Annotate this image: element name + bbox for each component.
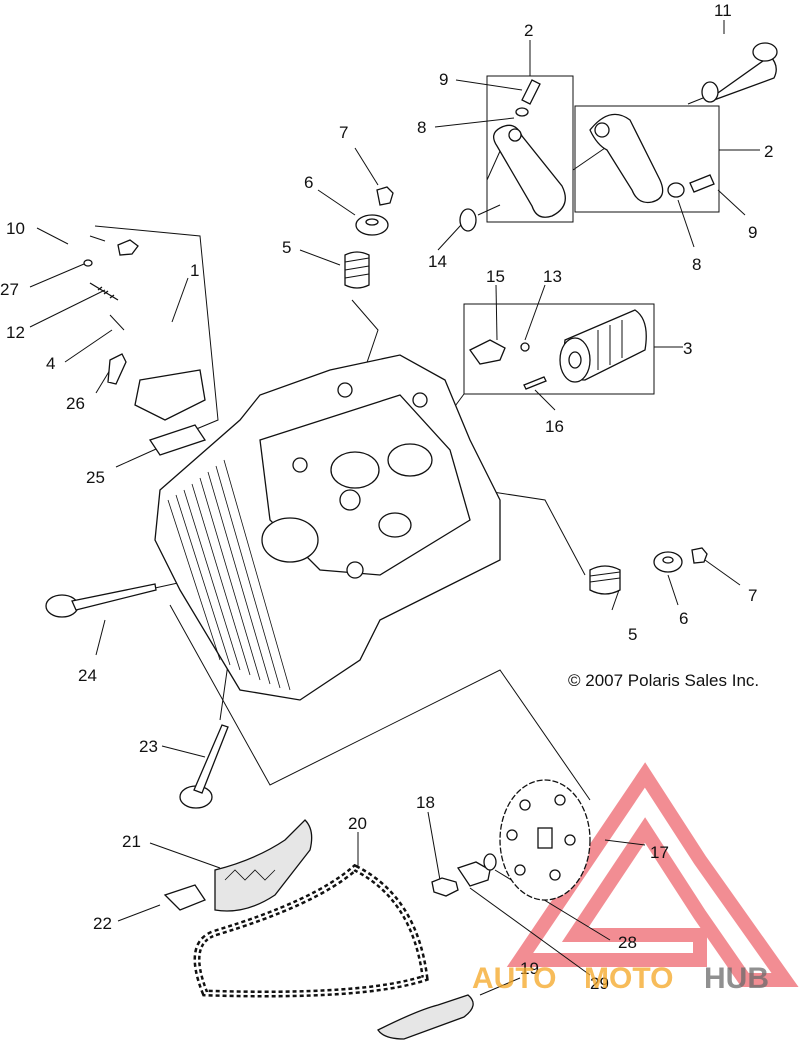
callout-1: 1 [190,261,199,280]
leader-lines [29,20,760,996]
rocker-arm-right [589,113,715,204]
callout-5-left: 5 [282,238,291,257]
watermark-moto: MOTO [584,962,673,995]
callout-29: 29 [590,974,609,993]
callout-10: 10 [6,219,25,238]
cylinder-head [154,354,501,701]
callout-24: 24 [78,666,97,685]
callout-19: 19 [520,959,539,978]
callout-7-right: 7 [748,586,757,605]
callout-7-left: 7 [339,123,348,142]
exhaust-valve [179,724,229,809]
callout-15: 15 [486,267,505,286]
callout-5-right: 5 [628,625,637,644]
copyright-notice: © 2007 Polaris Sales Inc. [568,671,759,690]
watermark-logo [506,762,799,987]
callout-14: 14 [428,252,447,271]
callout-2-top: 2 [524,21,533,40]
callout-25: 25 [86,468,105,487]
callout-6-left: 6 [304,173,313,192]
callout-20: 20 [348,814,367,833]
cam-sprocket [499,779,591,901]
intake-valve [45,583,157,618]
valve-spring-group-left [344,186,394,289]
callout-9-left: 9 [439,70,448,89]
callout-3: 3 [683,339,692,358]
callout-21: 21 [122,832,141,851]
callout-4: 4 [46,354,55,373]
callout-17: 17 [650,843,669,862]
tensioner-parts [83,239,207,456]
callout-12: 12 [6,323,25,342]
camshaft-assembly [469,309,647,390]
valve-spring-group-right [589,547,708,595]
rocker-arm-left [459,79,566,232]
cam-chain [193,863,429,998]
cam-chain-guide [163,819,313,912]
callout-6-right: 6 [679,609,688,628]
callout-9-right: 9 [748,223,757,242]
watermark-hub: HUB [704,962,769,995]
rocker-shaft [701,42,778,103]
watermark-auto: AUTO [472,962,556,995]
callout-18: 18 [416,793,435,812]
callout-8-right: 8 [692,255,701,274]
callout-13: 13 [543,267,562,286]
callout-16: 16 [545,417,564,436]
callout-labels: 1 2 2 3 4 5 5 6 6 7 7 8 8 9 9 10 11 12 1… [0,1,773,993]
callout-8-left: 8 [417,118,426,137]
callout-2-right: 2 [764,142,773,161]
sprocket-hardware [377,853,497,1040]
callout-11: 11 [714,1,732,20]
callout-28: 28 [618,933,637,952]
watermark-text: AUTO MOTO HUB [472,962,769,995]
callout-27: 27 [0,280,19,299]
callout-23: 23 [139,737,158,756]
callout-26: 26 [66,394,85,413]
callout-22: 22 [93,914,112,933]
